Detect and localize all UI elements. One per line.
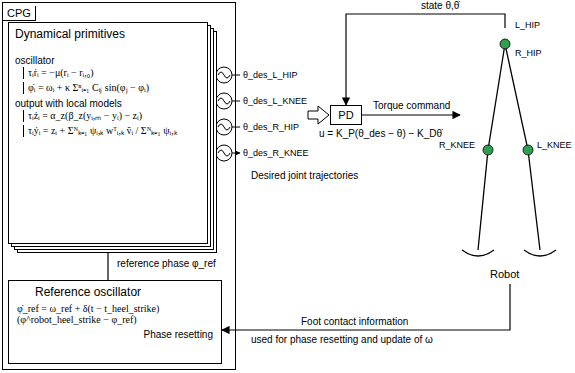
node-text: φ̇ᵢ = ωᵢ + κ Σⁿᵢ₌₁ Cᵢⱼ sin(φⱼ − φᵢ) [23, 82, 201, 94]
text-label: R_HIP [514, 48, 543, 58]
node-text: output with local models [15, 98, 201, 109]
robot-node: Robot [460, 28, 568, 284]
edge-label: state θ,θ̇ [420, 0, 460, 11]
primitives-box: Dynamical primitives oscillatorτᵢṙᵢ = −μ(… [8, 22, 208, 244]
cpg-box: CPG Dynamical primitives oscillatorτᵢṙᵢ = … [2, 2, 236, 370]
node-title: PD [338, 109, 353, 121]
node-text: τᵢṙᵢ = −μ(rᵢ − rᵢ,₀) [23, 67, 201, 79]
pd-box: PD [330, 105, 362, 125]
edge-label: Torque command [372, 100, 451, 111]
text-label: R_KNEE [438, 140, 476, 150]
text-label: θ_des_L_KNEE [242, 96, 308, 106]
node-text: Phase resetting [17, 329, 213, 340]
oscillator-symbols [216, 67, 240, 161]
text-label: θ_des_R_KNEE [242, 148, 310, 158]
text-label: u = K_P(θ_des − θ) − K_Dθ̇ [318, 128, 443, 139]
connector [346, 14, 505, 105]
node-text: τᵢżᵢ = α_z(β_z(yᵢ,ₘ − yᵢ) − zᵢ) [23, 110, 201, 122]
text-label: θ_des_R_HIP [242, 122, 300, 132]
hollow-arrow [308, 106, 329, 124]
node-text: oscillator [15, 55, 201, 66]
text-label: θ_des_L_HIP [242, 70, 299, 80]
connector [362, 114, 460, 115]
connector [107, 244, 108, 280]
reference-oscillator-box: Reference oscillator φ̇_ref = ω_ref + δ(t… [8, 280, 222, 364]
edge-label: reference phase φ_ref [116, 258, 217, 269]
edge-label: Foot contact information [300, 316, 409, 327]
text-label: Desired joint trajectories [250, 170, 359, 181]
node-title: Reference oscillator [17, 285, 213, 299]
text-label: used for phase resetting and update of ω [250, 334, 434, 345]
node-title: Robot [490, 268, 519, 280]
node-text: φ̇_ref = ω_ref + δ(t − t_heel_strike)(φ^… [17, 303, 213, 325]
node-title: Dynamical primitives [15, 27, 201, 41]
connector [222, 284, 510, 330]
text-label: L_HIP [514, 20, 541, 30]
node-title: CPG [3, 6, 36, 21]
node-text: τᵢẏᵢ = zᵢ + Σᴺₖ₌₁ ψᵢ,ₖ wᵀᵢ,ₖ ṽᵢ / Σᴺₖ₌₁ … [23, 125, 201, 137]
text-label: L_KNEE [536, 140, 573, 150]
